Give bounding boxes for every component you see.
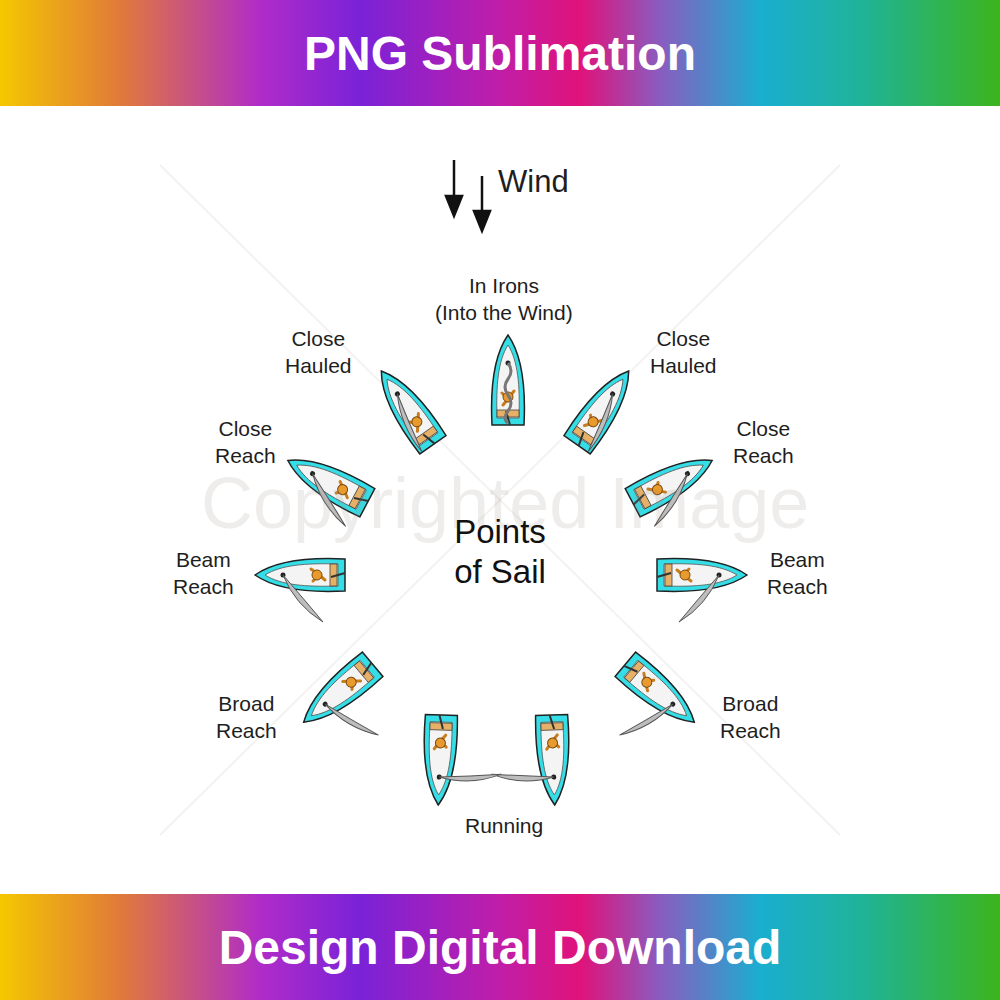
point-label: Close Reach	[733, 415, 794, 469]
boat-running-right	[490, 714, 572, 807]
banner-text: PNG Sublimation	[304, 26, 696, 81]
point-label: Beam Reach	[767, 546, 828, 600]
banner-band: Design Digital Download	[0, 894, 1000, 1000]
boat-broad-reach-right	[588, 652, 705, 767]
point-label: Broad Reach	[720, 690, 781, 744]
boat-running-left	[422, 714, 504, 807]
point-label: Close Hauled	[650, 325, 717, 379]
boat-beam-reach-right	[657, 559, 747, 622]
boat-broad-reach-left	[293, 652, 410, 767]
wind-label: Wind	[498, 164, 569, 200]
point-label: Beam Reach	[173, 546, 234, 600]
watermark-lines	[160, 165, 840, 835]
point-label: Broad Reach	[216, 690, 277, 744]
boat-in-irons	[492, 335, 525, 425]
diagram-title: Points of Sail	[454, 512, 546, 592]
banner-text: Design Digital Download	[219, 920, 782, 975]
point-label: In Irons	[469, 272, 539, 299]
point-label: Running	[465, 812, 543, 839]
point-label: Close Hauled	[285, 325, 352, 379]
boat-close-hauled-left	[368, 362, 447, 455]
point-label: (Into the Wind)	[435, 299, 573, 326]
point-label: Close Reach	[215, 415, 276, 469]
boat-close-hauled-right	[564, 362, 643, 455]
boat-beam-reach-left	[255, 559, 345, 622]
wind-arrows	[446, 160, 490, 231]
banner-band: PNG Sublimation	[0, 0, 1000, 106]
